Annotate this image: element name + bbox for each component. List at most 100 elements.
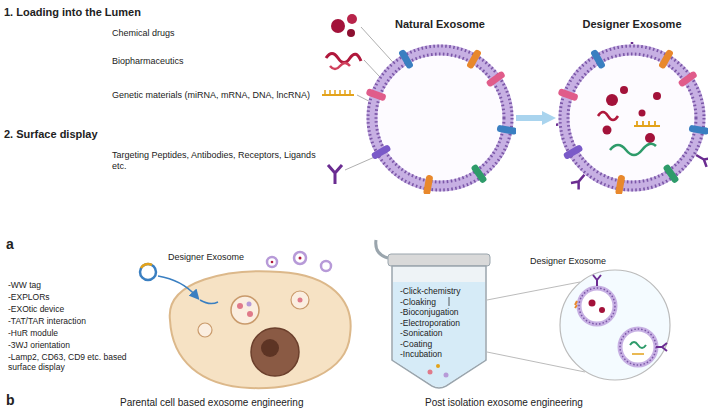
parental-cell-part — [298, 298, 303, 303]
zoom-view-part — [620, 329, 656, 365]
exosome-outline — [556, 42, 708, 194]
membrane — [564, 50, 700, 186]
text-label: -Electroporation — [400, 318, 460, 328]
parental-cell — [170, 271, 351, 388]
membrane-protein — [486, 70, 506, 87]
zoom-view — [487, 270, 670, 380]
tube-part — [393, 282, 485, 387]
text-label: Targeting Peptides, Antibodies, Receptor… — [112, 150, 317, 172]
zoom-view-part — [656, 343, 667, 351]
text-label: -WW tag — [8, 280, 41, 290]
section-heading: 2. Surface display — [4, 128, 98, 141]
secreted-exosomes-part — [267, 257, 277, 267]
zoom-view-part — [560, 270, 670, 380]
node-heading: Natural Exosome — [344, 18, 536, 30]
mrna-cargo — [610, 144, 656, 155]
tube-part — [428, 370, 433, 375]
text-label: -Sonication — [400, 328, 443, 338]
parental-cell-part — [247, 311, 253, 317]
zoom-view-part — [593, 275, 601, 286]
text-label: Designer Exosome — [530, 256, 606, 267]
membrane-protein — [558, 88, 579, 101]
exosome-outline — [364, 42, 516, 194]
text-label: Parental cell based exosome engineering — [120, 397, 303, 409]
tube-part — [376, 240, 388, 258]
zoom-view-part — [620, 329, 656, 365]
zoom-view-part — [579, 288, 615, 324]
text-label: Genetic materials (miRNA, mRNA, DNA, lnc… — [112, 90, 310, 101]
text-label: -Coating — [400, 339, 432, 349]
membrane-protein — [398, 49, 414, 70]
parental-cell-part — [200, 300, 218, 304]
membrane-protein — [563, 144, 584, 160]
zoom-view-part — [630, 342, 646, 348]
membrane-protein — [423, 175, 433, 194]
protein-cargo — [598, 112, 618, 120]
drug-cargo — [639, 110, 646, 117]
tube-part — [449, 297, 450, 306]
section-heading: 1. Loading into the Lumen — [4, 6, 141, 19]
plasmid-part — [141, 264, 152, 268]
tube-part — [388, 254, 490, 266]
cargo-icons — [322, 14, 361, 184]
membrane-protein — [497, 125, 516, 135]
parental-cell-part — [231, 296, 259, 324]
node-heading: Designer Exosome — [536, 18, 708, 30]
cargo-icons-part — [347, 14, 357, 24]
lipid-heads — [568, 54, 696, 182]
secreted-exosomes-part — [321, 261, 331, 271]
text-label: -HuR module — [8, 328, 58, 338]
drug-cargo — [645, 133, 655, 143]
drug-cargo — [620, 86, 628, 94]
membrane — [372, 50, 508, 186]
parental-cell-part — [291, 291, 309, 309]
tube-part — [444, 373, 449, 378]
cargo-icons-part — [325, 90, 350, 95]
zoom-view-part — [575, 301, 577, 308]
exosome-node: Natural Exosome — [364, 42, 516, 194]
membrane-protein — [658, 49, 674, 70]
plasmid-part — [140, 264, 156, 280]
cargo-icons-part — [326, 54, 361, 63]
cargo-icons-part — [347, 29, 355, 37]
membrane-protein — [366, 88, 387, 101]
text-label: -TAT/TAR interaction — [8, 316, 86, 326]
text-label: Designer Exosome — [168, 252, 244, 263]
drug-cargo — [603, 126, 612, 135]
membrane-protein — [466, 49, 482, 70]
membrane-protein — [371, 144, 392, 160]
surface-ligand — [556, 119, 559, 130]
tube — [376, 240, 490, 388]
text-label: -EXOtic device — [8, 304, 64, 314]
section-heading: b — [6, 392, 15, 409]
parental-cell-part — [261, 339, 279, 357]
text-label: -Cloaking — [400, 297, 436, 307]
cargo-icons-part — [331, 19, 345, 33]
exosome-node: Designer Exosome — [556, 42, 708, 194]
surface-ligand — [694, 151, 708, 167]
surface-ligand — [627, 42, 637, 44]
text-label: Biopharmaceutics — [112, 56, 184, 67]
text-label: Post isolation exosome engineering — [425, 397, 583, 409]
surface-ligand — [571, 171, 588, 189]
secreted-exosomes-part — [299, 257, 302, 260]
text-label: -3WJ orientation — [8, 340, 70, 350]
membrane-protein — [678, 70, 698, 87]
tube-part — [436, 364, 440, 368]
membrane-protein — [590, 49, 606, 70]
text-label: -Bioconjugation — [400, 307, 459, 317]
lipid-heads — [376, 54, 504, 182]
drug-cargo — [606, 94, 618, 106]
plasmid — [140, 264, 196, 296]
secreted-exosomes-part — [294, 252, 306, 264]
secreted-exosomes — [267, 252, 331, 271]
zoom-view-part — [579, 288, 615, 324]
zoom-view-part — [589, 300, 596, 307]
cargo-icons-part — [330, 63, 350, 69]
rna-cargo — [634, 121, 660, 126]
parental-cell-part — [251, 328, 299, 376]
text-label: -EXPLORs — [8, 292, 50, 302]
tube-part — [392, 266, 486, 388]
parental-cell-part — [247, 302, 252, 307]
cargo-icons-part — [328, 165, 342, 184]
